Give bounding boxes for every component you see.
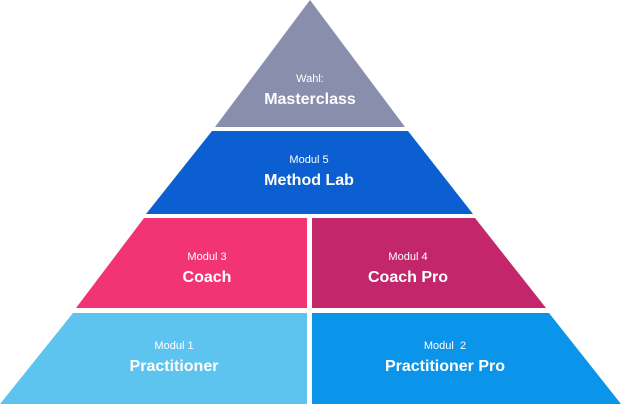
method-lab-title: Method Lab: [264, 172, 354, 189]
masterclass-title: Masterclass: [264, 91, 356, 108]
practitioner-title: Practitioner: [129, 358, 219, 375]
coach-pro-label: Modul 4 Coach Pro: [368, 250, 448, 288]
coach-module: Modul 3: [187, 251, 227, 263]
masterclass-segment[interactable]: [215, 0, 405, 127]
masterclass-prefix: Wahl:: [296, 73, 324, 85]
coach-pro-title: Coach Pro: [367, 269, 449, 286]
practitioner-segment[interactable]: [0, 313, 307, 404]
method-lab-label: Modul 5 Method Lab: [264, 153, 354, 191]
practitioner-label: Modul 1 Practitioner: [130, 339, 219, 377]
method-lab-segment[interactable]: [146, 131, 473, 214]
coach-pro-module: Modul 4: [388, 251, 428, 263]
practitioner-pro-module: Modul 2: [423, 340, 467, 352]
method-lab-module: Modul 5: [289, 154, 329, 166]
practitioner-pro-label: Modul 2 Practitioner Pro: [385, 339, 505, 377]
practitioner-pro-title: Practitioner Pro: [384, 358, 506, 375]
coach-segment[interactable]: [76, 218, 307, 308]
practitioner-pro-segment[interactable]: [312, 313, 621, 404]
practitioner-module: Modul 1: [154, 340, 194, 352]
masterclass-label: Wahl: Masterclass: [264, 72, 356, 110]
coach-title: Coach: [182, 269, 232, 286]
coach-pro-segment[interactable]: [312, 218, 546, 308]
coach-label: Modul 3 Coach: [183, 250, 232, 288]
